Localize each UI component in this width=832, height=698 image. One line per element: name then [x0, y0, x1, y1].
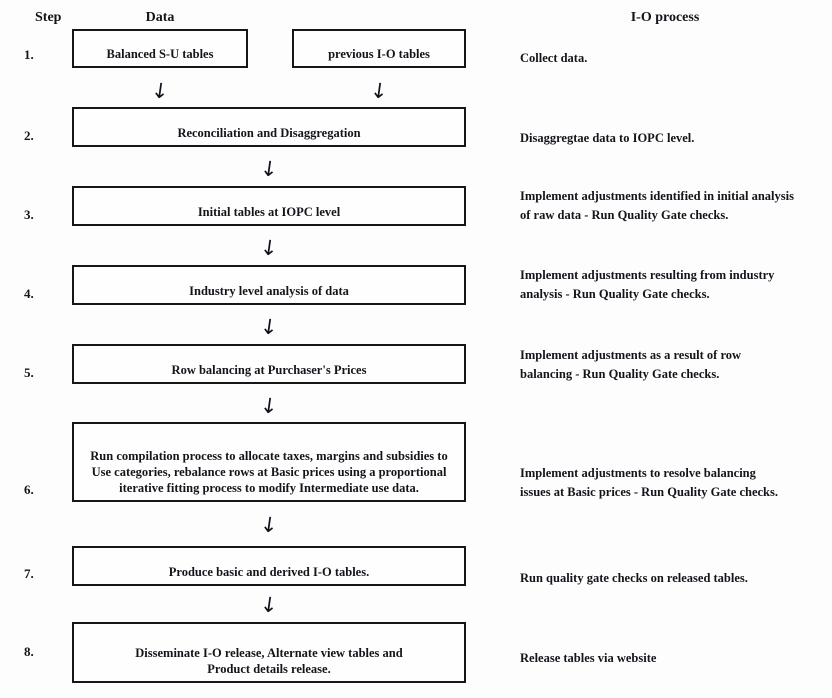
step-number-5: 5.	[24, 365, 34, 380]
down-arrow-icon: ↓	[258, 234, 280, 262]
column-header-io-process: I-O process	[630, 10, 700, 25]
process-note-release: Release tables via website	[520, 649, 832, 668]
process-note-line: Implement adjustments identified in init…	[520, 189, 794, 203]
step-number-6: 6.	[24, 482, 34, 497]
step-number-3: 3.	[24, 207, 34, 222]
down-arrow-icon: ↓	[368, 77, 390, 105]
flow-box-disseminate-release: Disseminate I-O release, Alternate view …	[72, 622, 466, 683]
process-note-line: Run quality gate checks on released tabl…	[520, 571, 748, 585]
process-note-initial-adjustments: Implement adjustments identified in init…	[520, 187, 832, 224]
column-header-step: Step	[35, 10, 62, 25]
flow-box-label: Row balancing at Purchaser's Prices	[171, 363, 367, 377]
flow-box-label: previous I-O tables	[328, 47, 430, 61]
step-number-7: 7.	[24, 566, 34, 581]
process-note-line: Implement adjustments resulting from ind…	[520, 268, 775, 282]
flow-box-label: Run compilation process to allocate taxe…	[90, 449, 448, 463]
flow-box-industry-level-analysis: Industry level analysis of data	[72, 265, 466, 305]
process-note-line: issues at Basic prices - Run Quality Gat…	[520, 484, 778, 499]
process-note-line: Collect data.	[520, 51, 588, 65]
flow-box-initial-tables-iopc: Initial tables at IOPC level	[72, 186, 466, 226]
flow-box-label: Product details release.	[207, 662, 331, 676]
process-note-disaggregate: Disaggregtae data to IOPC level.	[520, 129, 832, 148]
step-number-8: 8.	[24, 644, 34, 659]
flow-box-label: Disseminate I-O release, Alternate view …	[135, 646, 403, 660]
process-note-basic-price-adjustments: Implement adjustments to resolve balanci…	[520, 464, 832, 501]
process-note-industry-adjustments: Implement adjustments resulting from ind…	[520, 266, 832, 303]
process-note-line: Disaggregtae data to IOPC level.	[520, 131, 695, 145]
down-arrow-icon: ↓	[258, 313, 280, 341]
process-note-line: Release tables via website	[520, 651, 657, 665]
column-header-data: Data	[145, 10, 175, 25]
process-note-quality-checks: Run quality gate checks on released tabl…	[520, 569, 832, 588]
flow-box-label: Industry level analysis of data	[189, 284, 349, 298]
process-note-line: of raw data - Run Quality Gate checks.	[520, 207, 729, 222]
flow-box-label: Reconciliation and Disaggregation	[177, 126, 361, 140]
down-arrow-icon: ↓	[258, 392, 280, 420]
step-number-1: 1.	[24, 47, 34, 62]
flow-box-label: Balanced S-U tables	[106, 47, 214, 61]
flow-box-reconciliation-disaggregation: Reconciliation and Disaggregation	[72, 107, 466, 147]
flow-box-produce-io-tables: Produce basic and derived I-O tables.	[72, 546, 466, 586]
flow-box-compilation-process: Run compilation process to allocate taxe…	[72, 422, 466, 502]
flow-box-row-balancing-purchasers-prices: Row balancing at Purchaser's Prices	[72, 344, 466, 384]
step-number-2: 2.	[24, 128, 34, 143]
flow-box-label: Use categories, rebalance rows at Basic …	[91, 465, 447, 479]
flow-box-label: iterative fitting process to modify Inte…	[119, 481, 419, 495]
flow-box-balanced-su-tables: Balanced S-U tables	[72, 29, 248, 68]
step-number-4: 4.	[24, 286, 34, 301]
flow-box-previous-io-tables: previous I-O tables	[292, 29, 466, 68]
down-arrow-icon: ↓	[149, 77, 171, 105]
process-note-row-balancing-adjustments: Implement adjustments as a result of row…	[520, 346, 832, 383]
down-arrow-icon: ↓	[258, 155, 280, 183]
process-note-line: balancing - Run Quality Gate checks.	[520, 366, 720, 381]
down-arrow-icon: ↓	[258, 591, 280, 619]
down-arrow-icon: ↓	[258, 511, 280, 539]
process-note-line: Implement adjustments as a result of row	[520, 348, 742, 362]
flow-box-label: Produce basic and derived I-O tables.	[168, 565, 370, 579]
process-note-line: analysis - Run Quality Gate checks.	[520, 286, 710, 301]
process-note-collect-data: Collect data.	[520, 49, 832, 68]
process-note-line: Implement adjustments to resolve balanci…	[520, 466, 756, 480]
flow-box-label: Initial tables at IOPC level	[197, 205, 341, 219]
